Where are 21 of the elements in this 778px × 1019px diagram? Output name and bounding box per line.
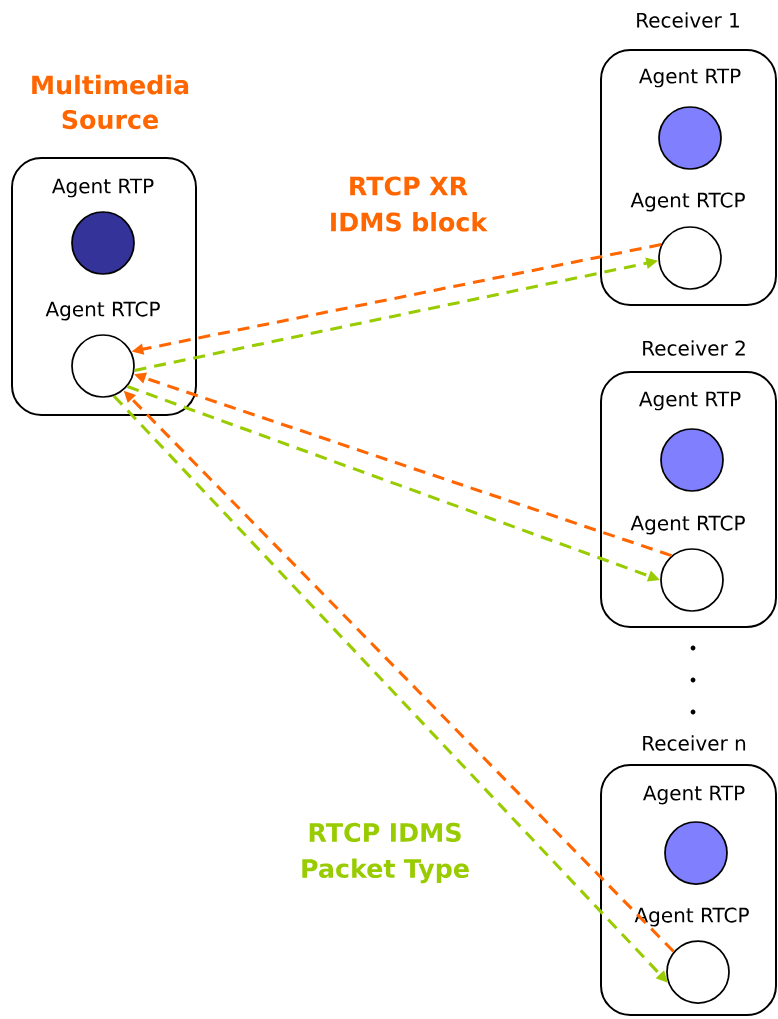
agent-circle	[660, 548, 724, 612]
agent-circle	[71, 211, 135, 275]
agent-label: Agent RTP	[643, 785, 745, 805]
agent-label: Agent RTCP	[630, 192, 745, 212]
source-heading: Multimedia Source	[32, 74, 189, 130]
agent-label: Agent RTP	[639, 68, 741, 88]
agent-circle	[660, 428, 724, 492]
agent-circle	[664, 821, 728, 885]
annotation-label: RTCP IDMS Packet Type	[302, 822, 469, 884]
agent-label: Agent RTCP	[630, 515, 745, 535]
agent-label: Agent RTP	[52, 178, 154, 198]
agent-circle	[658, 226, 722, 290]
agent-circle	[71, 334, 135, 398]
agent-label: Agent RTCP	[45, 301, 160, 321]
agent-circle	[666, 940, 730, 1004]
agent-label: Agent RTP	[639, 391, 741, 411]
annotation-label: RTCP XR IDMS block	[331, 176, 488, 232]
receiver-heading: Receiver 2	[643, 340, 745, 356]
receiver-heading: Receiver 1	[637, 12, 739, 28]
receiver-heading: Receiver n	[643, 735, 746, 751]
agent-circle	[658, 106, 722, 170]
